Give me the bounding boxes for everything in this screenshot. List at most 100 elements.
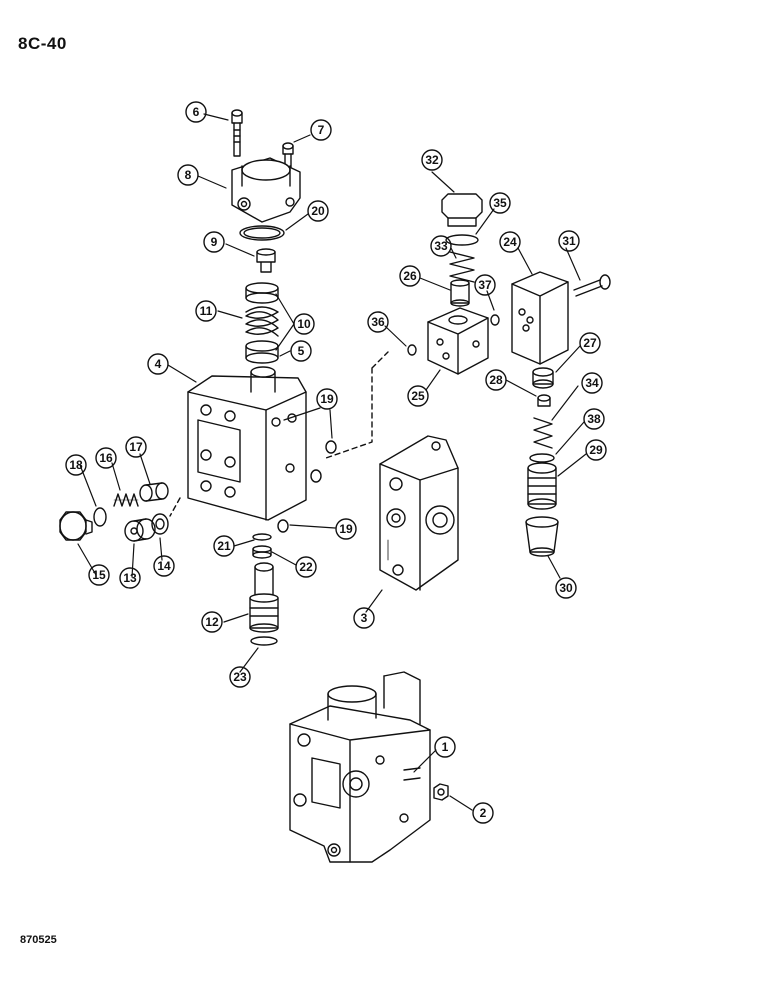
callout-14-label: 14 — [157, 559, 171, 573]
callout-22: 22 — [295, 556, 317, 578]
callout-10-label: 10 — [297, 317, 311, 331]
callout-3: 3 — [353, 607, 375, 629]
callout-26: 26 — [399, 265, 421, 287]
callout-17-label: 17 — [129, 440, 143, 454]
callout-23: 23 — [229, 666, 251, 688]
valve-section-3-part — [379, 435, 459, 591]
spring-16-part — [113, 493, 139, 507]
seal-21-part — [252, 533, 272, 541]
callout-9-label: 9 — [211, 235, 218, 249]
o-ring-20-part — [239, 225, 285, 241]
callout-29-label: 29 — [589, 443, 603, 457]
callout-33-label: 33 — [434, 239, 448, 253]
nut-2-part — [433, 783, 449, 801]
callout-22-label: 22 — [299, 560, 313, 574]
o-ring-36-part — [407, 344, 417, 356]
poppet-26-part — [450, 279, 470, 307]
cover-8-part — [231, 157, 301, 223]
valve-17-part — [139, 482, 169, 502]
valve-9-part — [256, 248, 276, 273]
cap-screw-31-part — [573, 274, 611, 297]
spring-34-part — [533, 417, 553, 449]
callout-5-label: 5 — [298, 344, 305, 358]
callout-13: 13 — [119, 567, 141, 589]
assembled-valve-part — [289, 671, 431, 863]
callout-16-label: 16 — [99, 451, 113, 465]
callout-19-a-label: 19 — [320, 392, 334, 406]
callout-19-a: 19 — [316, 388, 338, 410]
callout-37-label: 37 — [478, 278, 492, 292]
spring-11-part — [245, 306, 279, 337]
callout-16: 16 — [95, 447, 117, 469]
callout-2-label: 2 — [480, 806, 487, 820]
callout-25-label: 25 — [411, 389, 425, 403]
plug-32-part — [441, 193, 483, 227]
callout-4: 4 — [147, 353, 169, 375]
alignment-dashed-lines — [169, 351, 389, 517]
callout-25: 25 — [407, 385, 429, 407]
callout-14: 14 — [153, 555, 175, 577]
callout-35-label: 35 — [493, 196, 507, 210]
callout-29: 29 — [585, 439, 607, 461]
spring-seat-10a-part — [245, 282, 279, 304]
washer-14-part — [151, 513, 169, 535]
o-ring-35-part — [445, 234, 479, 246]
callout-12-label: 12 — [205, 615, 219, 629]
callout-35: 35 — [489, 192, 511, 214]
callout-18: 18 — [65, 454, 87, 476]
callout-37: 37 — [474, 274, 496, 296]
callout-32-label: 32 — [425, 153, 439, 167]
callout-24: 24 — [499, 231, 521, 253]
callout-1-label: 1 — [442, 740, 449, 754]
callout-33: 33 — [430, 235, 452, 257]
callout-32: 32 — [421, 149, 443, 171]
callout-15-label: 15 — [92, 568, 106, 582]
callout-5: 5 — [290, 340, 312, 362]
callout-8-label: 8 — [185, 168, 192, 182]
callout-26-label: 26 — [403, 269, 417, 283]
callout-2: 2 — [472, 802, 494, 824]
o-ring-19c-part — [277, 519, 289, 533]
figure-code: 870525 — [20, 934, 57, 946]
callout-6-label: 6 — [193, 105, 200, 119]
cap-screw-6-part — [231, 109, 243, 157]
callout-10: 10 — [293, 313, 315, 335]
callout-38: 38 — [583, 408, 605, 430]
callout-27-label: 27 — [583, 336, 597, 350]
o-ring-37-part — [490, 314, 500, 326]
callout-6: 6 — [185, 101, 207, 123]
callout-1: 1 — [434, 736, 456, 758]
callout-36-label: 36 — [371, 315, 385, 329]
callout-15: 15 — [88, 564, 110, 586]
callout-3-label: 3 — [361, 611, 368, 625]
spring-seat-10b-part — [245, 340, 279, 364]
callout-13-label: 13 — [123, 571, 137, 585]
callout-20: 20 — [307, 200, 329, 222]
cap-nut-30-part — [525, 516, 559, 557]
callout-27: 27 — [579, 332, 601, 354]
callout-19-b: 19 — [335, 518, 357, 540]
cap-27-part — [532, 367, 554, 389]
o-ring-18-part — [93, 507, 107, 527]
callout-17: 17 — [125, 436, 147, 458]
page-title: 8C-40 — [18, 34, 67, 53]
callout-31-label: 31 — [562, 234, 576, 248]
callout-8: 8 — [177, 164, 199, 186]
callout-34-label: 34 — [585, 376, 599, 390]
poppet-28-part — [537, 394, 551, 407]
callout-21: 21 — [213, 535, 235, 557]
callout-24-label: 24 — [503, 235, 517, 249]
callout-36: 36 — [367, 311, 389, 333]
spring-33-part — [449, 251, 475, 283]
o-ring-23-part — [250, 636, 278, 646]
body-29-part — [527, 462, 557, 510]
callout-11-label: 11 — [200, 304, 213, 318]
callout-12: 12 — [201, 611, 223, 633]
block-25-part — [427, 307, 489, 375]
callout-30: 30 — [555, 577, 577, 599]
callout-21-label: 21 — [217, 539, 231, 553]
o-ring-38-part — [529, 453, 555, 463]
cover-block-24-part — [511, 271, 569, 365]
callout-31: 31 — [558, 230, 580, 252]
